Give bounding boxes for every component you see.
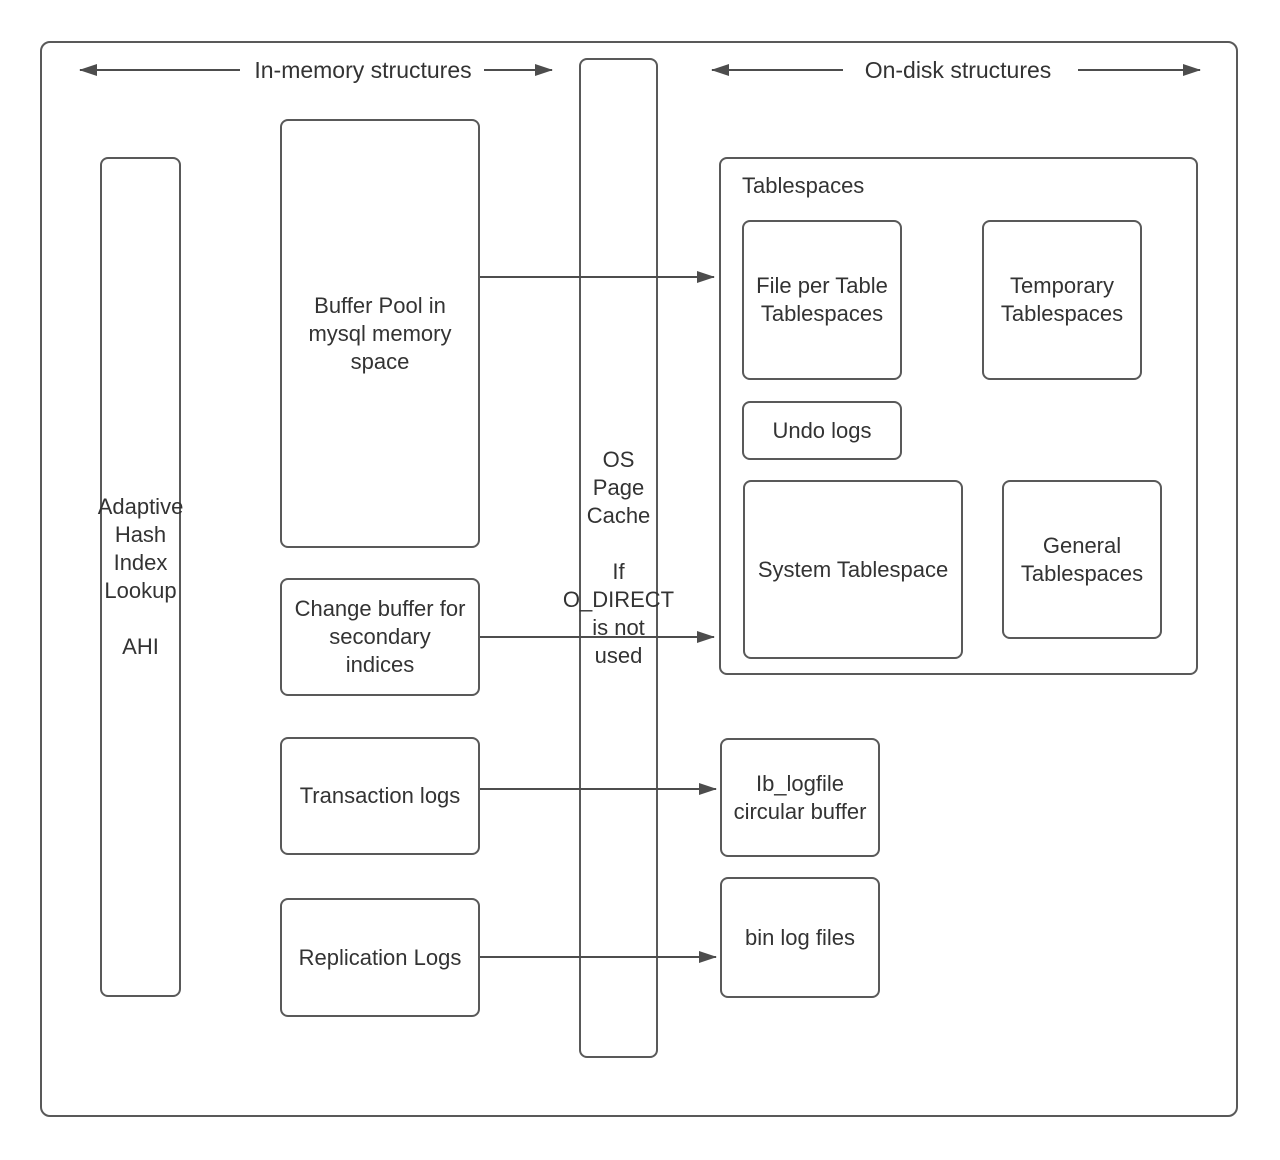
adaptive-hash-index-label: Adaptive Hash Index Lookup AHI — [97, 494, 184, 659]
ib-logfile-label: Ib_logfile circular buffer — [733, 770, 867, 824]
file-per-table-tablespaces-box: File per Table Tablespaces — [742, 220, 902, 380]
general-tablespaces-box: General Tablespaces — [1002, 480, 1162, 639]
buffer-pool-label: Buffer Pool in mysql memory space — [308, 292, 452, 374]
transaction-logs-label: Transaction logs — [299, 783, 461, 808]
bin-log-files-label: bin log files — [744, 924, 856, 950]
bin-log-files-box: bin log files — [720, 877, 880, 998]
undo-logs-label: Undo logs — [772, 417, 872, 443]
adaptive-hash-index-box: Adaptive Hash Index Lookup AHI — [97, 157, 184, 997]
tablespaces-title: Tablespaces — [742, 173, 865, 198]
replication-logs-label: Replication Logs — [298, 944, 462, 970]
ib-logfile-box: Ib_logfile circular buffer — [720, 738, 880, 857]
change-buffer-box: Change buffer for secondary indices — [280, 578, 480, 696]
temporary-tablespaces-label: Temporary Tablespaces — [1000, 273, 1124, 326]
tablespaces-container: Tablespaces File per Table Tablespaces T… — [719, 157, 1198, 675]
undo-logs-box: Undo logs — [742, 401, 902, 460]
on-disk-structures-label: On-disk structures — [864, 57, 1052, 83]
transaction-logs-box: Transaction logs — [280, 737, 480, 855]
file-per-table-tablespaces-label: File per Table Tablespaces — [756, 273, 888, 326]
buffer-pool-box: Buffer Pool in mysql memory space — [280, 119, 480, 548]
in-memory-structures-label: In-memory structures — [254, 57, 472, 83]
change-buffer-label: Change buffer for secondary indices — [294, 596, 466, 677]
os-page-cache-box: OS Page Cache If O_DIRECT is not used — [563, 58, 674, 1058]
replication-logs-box: Replication Logs — [280, 898, 480, 1017]
system-tablespace-label: System Tablespace — [757, 556, 949, 582]
general-tablespaces-label: General Tablespaces — [1020, 532, 1144, 586]
temporary-tablespaces-box: Temporary Tablespaces — [982, 220, 1142, 380]
os-page-cache-label: OS Page Cache If O_DIRECT is not used — [562, 447, 675, 668]
system-tablespace-box: System Tablespace — [743, 480, 963, 659]
